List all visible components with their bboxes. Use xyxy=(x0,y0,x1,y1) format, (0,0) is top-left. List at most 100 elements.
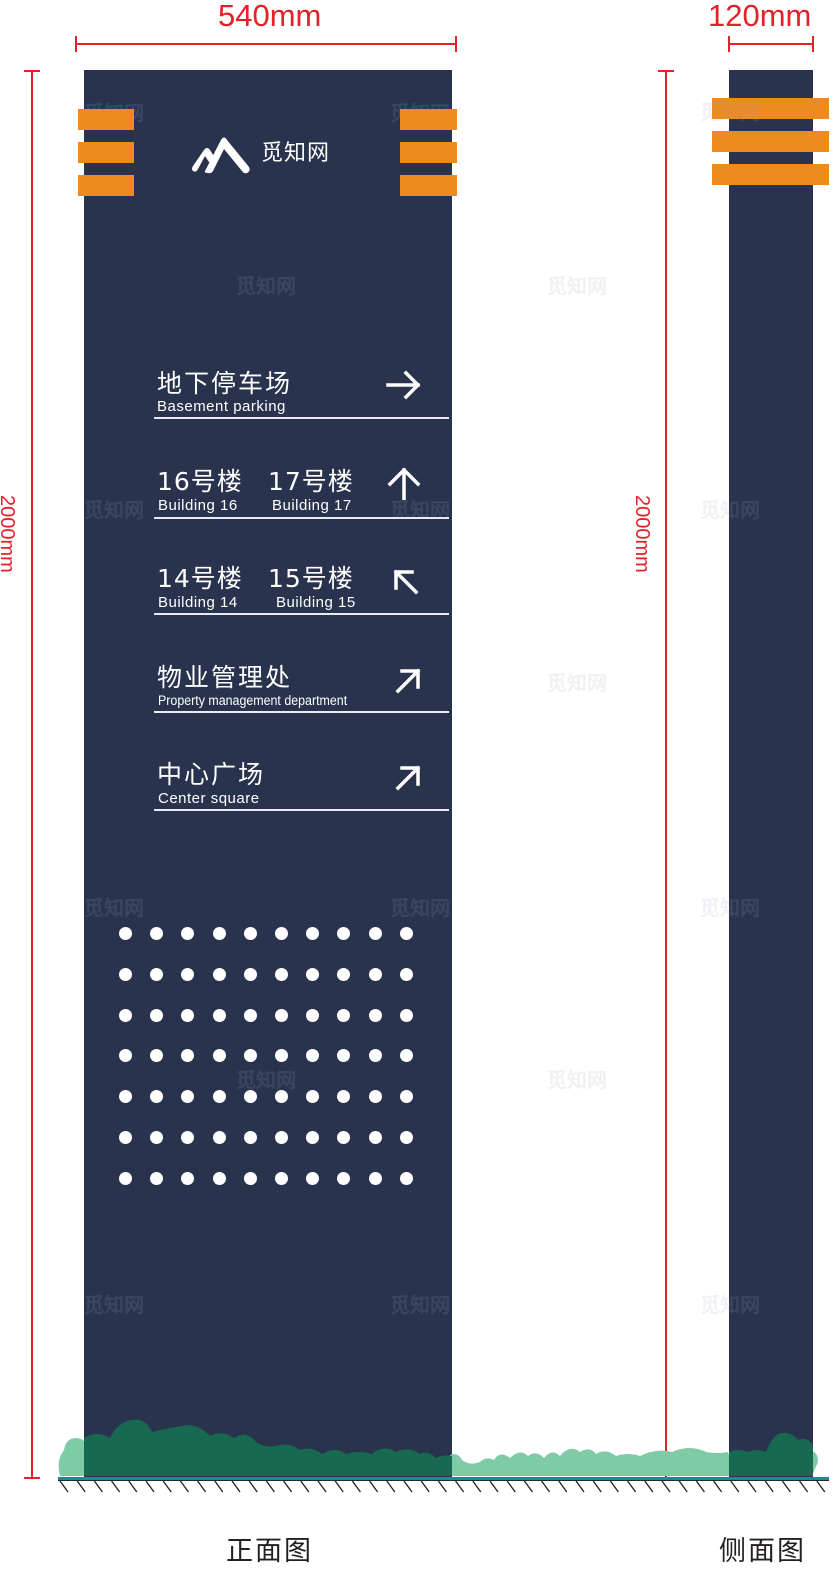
front-height-dimension-line xyxy=(31,70,33,1478)
sign-cn-label: 中心广场 xyxy=(157,760,266,789)
decorative-dot xyxy=(368,927,382,940)
watermark: 觅知网 xyxy=(700,896,760,920)
decorative-dot xyxy=(337,967,351,981)
decorative-dot xyxy=(337,1008,351,1022)
sign-divider xyxy=(154,417,449,419)
decorative-dot xyxy=(243,1008,257,1022)
decorative-dot xyxy=(368,1090,382,1104)
decorative-dot xyxy=(181,927,195,940)
decorative-dot xyxy=(399,927,413,940)
decorative-dot xyxy=(212,1008,226,1022)
arrow-up-right-icon xyxy=(395,765,421,791)
decorative-dot xyxy=(150,1090,164,1104)
front-view-label: 正面图 xyxy=(226,1536,313,1567)
decorative-dot xyxy=(150,967,164,981)
decorative-dot xyxy=(337,927,351,940)
brand-name: 觅知网 xyxy=(261,141,331,166)
decorative-dot-grid xyxy=(119,927,419,1187)
sign-en-label: Building 14 xyxy=(158,594,238,611)
side-height-dimension-label: 2000mm xyxy=(631,495,653,573)
mountain-m-logo-icon xyxy=(192,137,250,174)
decorative-dot xyxy=(212,1171,226,1185)
orange-accent-bar xyxy=(78,109,134,130)
arrow-up-icon xyxy=(387,467,421,500)
decorative-dot xyxy=(275,927,288,940)
front-width-dimension-label: 540mm xyxy=(218,0,322,33)
decorative-dot xyxy=(243,967,257,981)
watermark: 觅知网 xyxy=(390,1293,450,1317)
sign-divider xyxy=(154,613,449,615)
decorative-dot xyxy=(181,1090,195,1104)
decorative-dot xyxy=(275,1171,288,1185)
decorative-dot xyxy=(368,967,382,981)
sign-en-label: Building 17 xyxy=(272,497,352,514)
watermark: 觅知网 xyxy=(547,274,607,298)
decorative-dot xyxy=(212,927,226,940)
shrubs-illustration xyxy=(58,1419,818,1476)
decorative-dot xyxy=(181,1049,195,1063)
decorative-dot xyxy=(337,1090,351,1104)
decorative-dot xyxy=(119,1090,132,1104)
orange-accent-bar xyxy=(712,131,829,152)
sign-row-property-management: 物业管理处 Property management department xyxy=(154,662,449,714)
watermark: 觅知网 xyxy=(700,1293,760,1317)
decorative-dot xyxy=(399,967,413,981)
sign-cn-label: 17号楼 xyxy=(268,467,354,496)
sign-row-basement-parking: 地下停车场 Basement parking xyxy=(154,368,449,420)
front-height-dimension-label: 2000mm xyxy=(0,495,18,573)
sign-divider xyxy=(154,711,449,713)
front-height-tick-bottom xyxy=(24,1477,40,1479)
decorative-dot xyxy=(243,927,257,940)
sign-en-label: Building 16 xyxy=(158,497,238,514)
decorative-dot xyxy=(399,1049,413,1063)
sign-divider xyxy=(154,517,449,519)
sign-cn-label: 14号楼 xyxy=(157,564,243,593)
decorative-dot xyxy=(150,1008,164,1022)
decorative-dot xyxy=(119,927,132,940)
arrow-right-icon xyxy=(386,370,421,400)
decorative-dot xyxy=(399,1090,413,1104)
decorative-dot xyxy=(243,1049,257,1063)
sign-cn-label: 物业管理处 xyxy=(157,663,293,692)
side-height-dimension-line xyxy=(665,70,667,1478)
sign-cn-label: 16号楼 xyxy=(157,467,243,496)
orange-accent-bar xyxy=(78,142,134,163)
ground-line xyxy=(58,1477,829,1481)
ground-hatching xyxy=(59,1481,826,1493)
watermark: 觅知网 xyxy=(236,274,296,298)
decorative-dot xyxy=(243,1171,257,1185)
decorative-dot xyxy=(275,1131,288,1144)
arrow-up-right-icon xyxy=(395,668,421,694)
sign-en-label: Center square xyxy=(158,790,260,807)
decorative-dot xyxy=(368,1131,382,1144)
front-width-dimension-line xyxy=(76,43,456,45)
brand-logo: 觅知网 xyxy=(191,133,351,175)
orange-accent-bar xyxy=(78,175,134,196)
decorative-dot xyxy=(119,1171,132,1185)
decorative-dot xyxy=(399,1131,413,1144)
orange-accent-bar xyxy=(400,175,457,196)
decorative-dot xyxy=(368,1049,382,1063)
watermark: 觅知网 xyxy=(84,498,144,522)
arrow-up-left-icon xyxy=(393,569,419,595)
watermark: 觅知网 xyxy=(84,1293,144,1317)
watermark: 觅知网 xyxy=(236,1068,296,1092)
decorative-dot xyxy=(306,1008,320,1022)
decorative-dot xyxy=(119,967,132,981)
decorative-dot xyxy=(181,967,195,981)
sign-en-label: Basement parking xyxy=(157,398,286,415)
decorative-dot xyxy=(275,1049,288,1063)
sign-row-center-square: 中心广场 Center square xyxy=(154,759,449,811)
decorative-dot xyxy=(306,927,320,940)
side-view-label: 侧面图 xyxy=(719,1536,806,1567)
decorative-dot xyxy=(337,1171,351,1185)
front-width-tick-right xyxy=(455,36,457,52)
sign-cn-label: 地下停车场 xyxy=(157,369,293,398)
decorative-dot xyxy=(337,1049,351,1063)
decorative-dot xyxy=(119,1008,132,1022)
decorative-dot xyxy=(243,1131,257,1144)
decorative-dot xyxy=(337,1131,351,1144)
decorative-dot xyxy=(306,1171,320,1185)
watermark: 觅知网 xyxy=(84,896,144,920)
decorative-dot xyxy=(306,1090,320,1104)
